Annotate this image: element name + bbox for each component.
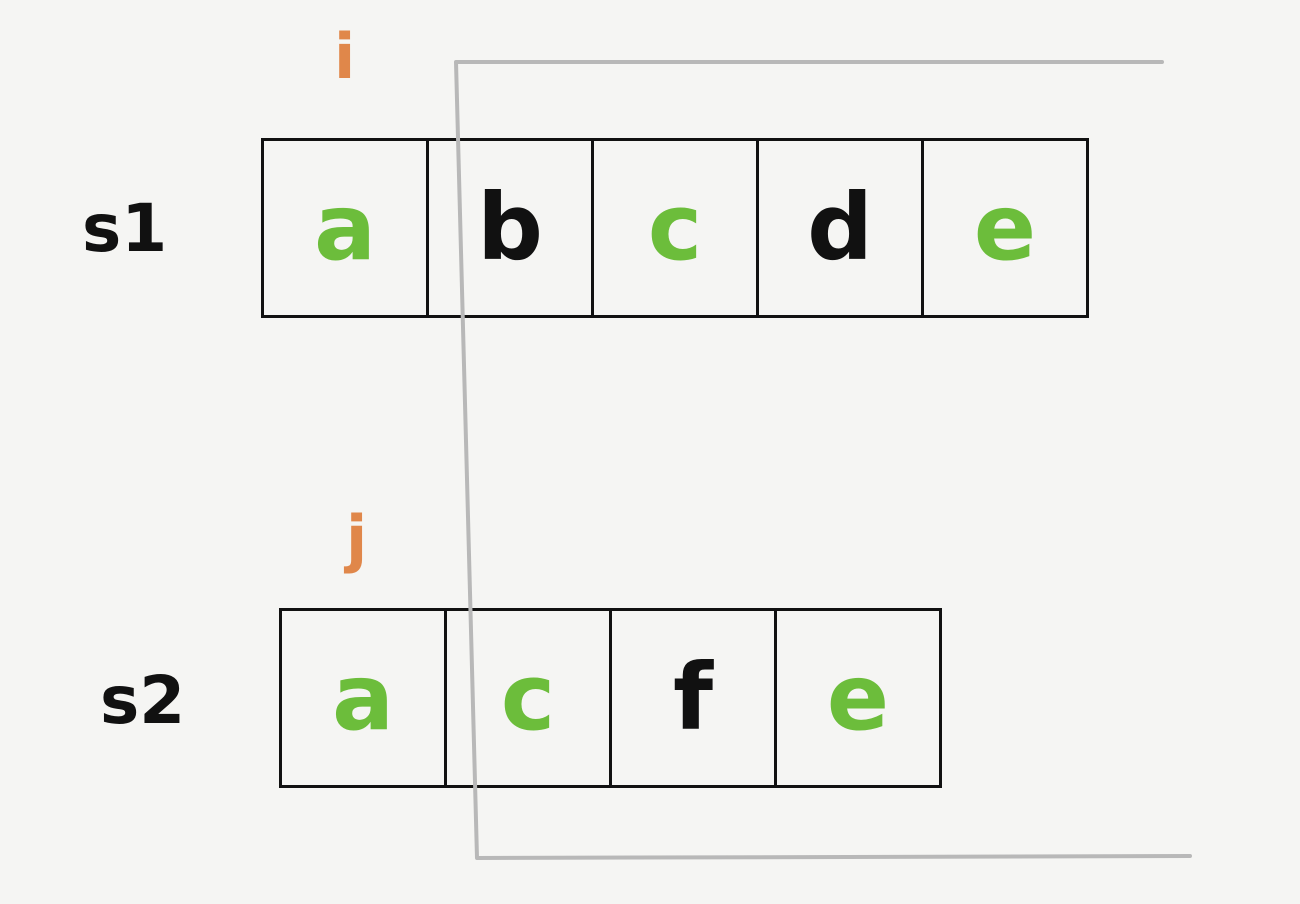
- s2-cell-char: a: [331, 644, 395, 751]
- s1-cell: d: [756, 138, 924, 318]
- s1-cell: c: [591, 138, 759, 318]
- s1-cell: b: [426, 138, 594, 318]
- s1-label: s1: [82, 190, 168, 267]
- s1-cell: e: [921, 138, 1089, 318]
- s2-cell-char: e: [826, 644, 890, 751]
- s1-cell-char: e: [973, 174, 1037, 281]
- s2-cell: c: [444, 608, 612, 788]
- s2-label: s2: [100, 662, 186, 739]
- s2-cell: f: [609, 608, 777, 788]
- s1-array: a b c d e: [261, 138, 1089, 318]
- s2-cell: e: [774, 608, 942, 788]
- s2-cell-char: c: [500, 644, 556, 751]
- pointer-i-label: i: [334, 20, 356, 93]
- s1-cell-char: b: [477, 174, 543, 281]
- s1-cell-char: d: [807, 174, 873, 281]
- s1-cell-char: c: [647, 174, 703, 281]
- s2-cell-char: f: [672, 644, 714, 751]
- s1-cell: a: [261, 138, 429, 318]
- s1-cell-char: a: [313, 174, 377, 281]
- pointer-j-label: j: [346, 502, 368, 575]
- s2-cell: a: [279, 608, 447, 788]
- s2-array: a c f e: [279, 608, 942, 788]
